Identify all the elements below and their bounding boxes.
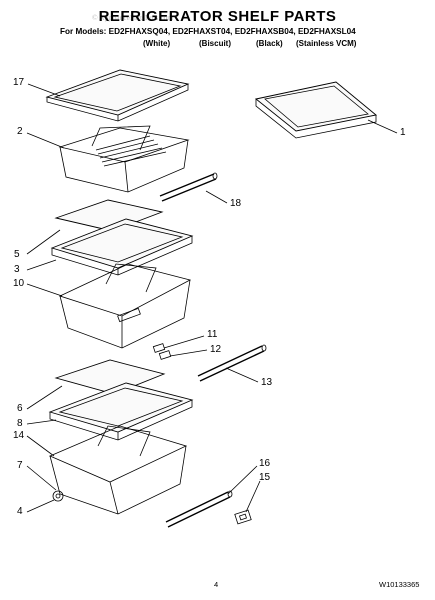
part-6-glass-panel	[54, 359, 166, 395]
part-17-shelf-frame	[45, 69, 190, 122]
part-15-bracket	[234, 509, 252, 525]
part-8-shelf-frame	[48, 382, 194, 441]
callout-4: 4	[17, 506, 23, 517]
callout-11: 11	[207, 329, 218, 340]
callout-3: 3	[14, 264, 20, 275]
part-7-knob	[52, 490, 64, 502]
variant-biscuit: (Biscuit)	[199, 39, 231, 48]
callout-12: 12	[210, 344, 222, 355]
callout-8: 8	[17, 418, 23, 429]
part-5-glass-panel	[54, 199, 164, 232]
part-13-rod	[197, 344, 267, 382]
part-2-drawer	[58, 125, 190, 193]
callout-17: 17	[13, 77, 25, 88]
callout-6: 6	[17, 403, 23, 414]
part-3-shelf-frame	[50, 218, 194, 276]
variant-stainless: (Stainless VCM)	[296, 39, 357, 48]
callout-14: 14	[13, 430, 25, 441]
part-10-drawer	[58, 263, 192, 349]
callout-1: 1	[400, 127, 406, 138]
page-number: 4	[214, 580, 219, 589]
page-title: REFRIGERATOR SHELF PARTS	[98, 8, 337, 25]
callout-5: 5	[14, 249, 20, 260]
callout-15: 15	[259, 472, 271, 483]
watermark: © AppliancePartsPros.com	[92, 13, 174, 22]
part-11-clip	[152, 343, 166, 353]
callout-18: 18	[230, 198, 242, 209]
variant-black: (Black)	[256, 39, 283, 48]
part-18-rod	[159, 172, 218, 202]
leader-lines	[26, 83, 398, 513]
variant-white: (White)	[143, 39, 171, 48]
models-line: For Models: ED2FHAXSQ04, ED2FHAXST04, ED…	[60, 27, 356, 36]
document-number: W10133365	[379, 580, 420, 589]
part-1-side-shelf	[254, 81, 378, 139]
callout-16: 16	[259, 458, 271, 469]
part-16-rod	[165, 490, 233, 528]
callout-13: 13	[261, 377, 273, 388]
part-14-drawer	[48, 425, 188, 515]
callout-10: 10	[13, 278, 25, 289]
callout-7: 7	[17, 460, 23, 471]
callout-2: 2	[17, 126, 23, 137]
part-12-clip	[158, 350, 172, 360]
